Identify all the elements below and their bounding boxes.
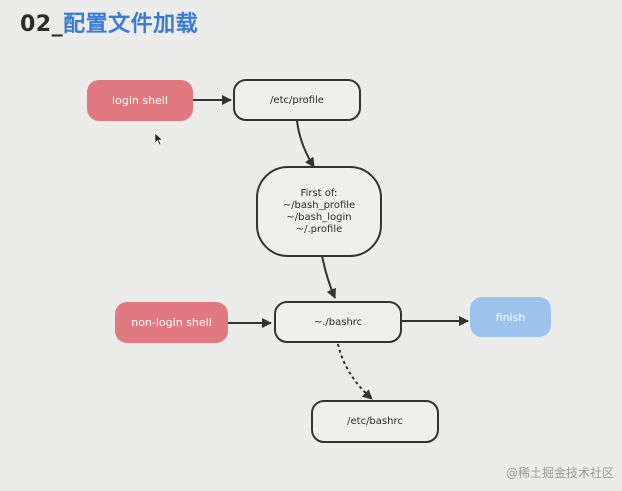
finish-label: finish	[495, 310, 526, 324]
bashrc-label: ~./bashrc	[313, 316, 363, 328]
first-of-list: First of: ~/bash_profile ~/bash_login ~/…	[283, 188, 355, 236]
etc-bashrc-label: /etc/bashrc	[347, 416, 403, 427]
edge-profile-to-firstof	[296, 120, 315, 168]
watermark: @稀土掘金技术社区	[505, 466, 614, 480]
page-title: 02_配置文件加载	[20, 6, 198, 38]
etc-bashrc-node: /etc/bashrc	[311, 400, 439, 443]
edge-firstof-to-bashrc	[321, 255, 336, 299]
finish-node: finish	[470, 297, 551, 337]
title-text: 配置文件加载	[63, 12, 199, 37]
first-of-node: First of: ~/bash_profile ~/bash_login ~/…	[256, 166, 382, 257]
edge-bashrc-to-etc-bashrc	[337, 343, 373, 400]
etc-profile-label: /etc/profile	[270, 94, 324, 106]
first-of-heading: First of:	[300, 187, 338, 199]
title-number: 02_	[20, 12, 64, 37]
first-of-item: ~/bash_profile	[282, 199, 356, 211]
non-login-shell-node: non-login shell	[115, 302, 228, 343]
non-login-shell-label: non-login shell	[131, 316, 212, 329]
login-shell-node: login shell	[87, 80, 193, 121]
login-shell-label: login shell	[112, 94, 168, 107]
first-of-item: ~/.profile	[295, 223, 343, 235]
bashrc-node: ~./bashrc	[274, 301, 402, 343]
mouse-pointer-icon	[154, 132, 164, 146]
first-of-item: ~/bash_login	[286, 211, 352, 223]
etc-profile-node: /etc/profile	[233, 79, 361, 121]
